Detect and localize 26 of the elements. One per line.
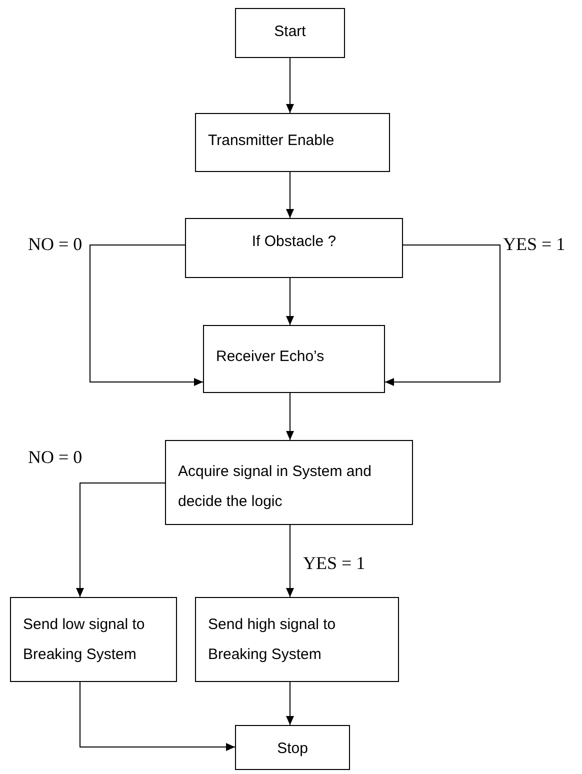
process-box: [235, 725, 350, 770]
arrow: [286, 392, 294, 440]
arrow: [286, 524, 294, 598]
process-box: [235, 8, 345, 58]
arrow: [286, 172, 294, 218]
process-box: [10, 597, 177, 682]
process-box: [165, 440, 413, 525]
box-text: Start: [274, 22, 306, 42]
process-box: [203, 325, 385, 393]
box-text: Transmitter Enable: [208, 131, 334, 151]
box-text: Send low signal to Breaking System: [23, 615, 146, 665]
process-box: [195, 597, 399, 682]
box-text: If Obstacle ?: [252, 232, 336, 252]
box-text: Stop: [277, 739, 308, 759]
arrow: [286, 682, 294, 726]
process-box: [195, 113, 390, 172]
process-box: [185, 218, 403, 278]
arrow: [90, 244, 204, 386]
arrow: [286, 58, 294, 114]
box-text: Send high signal to Breaking System: [208, 615, 337, 665]
arrow: [80, 682, 236, 751]
box-text: Acquire signal in System and decide the logic: [178, 462, 372, 512]
arrow: [384, 244, 500, 386]
arrow: [76, 482, 166, 598]
box-text: Receiver Echo’s: [216, 347, 324, 367]
arrow: [286, 278, 294, 326]
